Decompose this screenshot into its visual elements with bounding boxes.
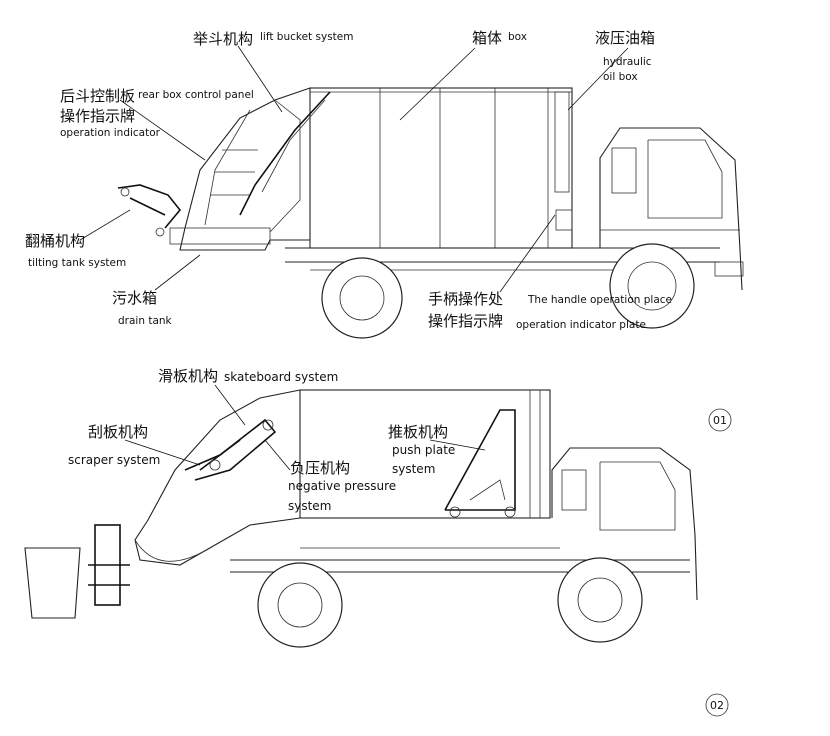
label-skateboard-en: skateboard system — [224, 370, 338, 384]
figure1-labels: 举斗机构 lift bucket system 箱体 box 液压油箱 hydr… — [25, 29, 672, 331]
label-lift-bucket-zh: 举斗机构 — [193, 30, 253, 48]
label-scraper-zh: 刮板机构 — [88, 423, 148, 441]
label-box-zh: 箱体 — [472, 29, 502, 47]
figure-number-01: 01 — [708, 408, 732, 432]
label-hydraulic-zh: 液压油箱 — [595, 29, 655, 47]
truck-side-view-2 — [24, 389, 698, 648]
label-handle-en: The handle operation place — [527, 294, 672, 306]
label-lift-bucket-en: lift bucket system — [260, 31, 353, 43]
figure-number-02: 02 — [705, 693, 729, 717]
label-handle-zh1: 手柄操作处 — [428, 290, 503, 308]
label-hydraulic-en1: hydraulic — [603, 56, 652, 68]
label-op-indicator-zh: 操作指示牌 — [60, 107, 135, 125]
label-push-zh: 推板机构 — [388, 423, 448, 441]
figure-number-02-text: 02 — [710, 699, 724, 712]
label-rear-panel-en: rear box control panel — [138, 89, 254, 101]
truck-side-view-1 — [117, 87, 744, 339]
label-drain-zh: 污水箱 — [112, 289, 157, 307]
label-negative-en2: system — [288, 499, 331, 513]
label-indicator-plate-en: operation indicator plate — [516, 319, 646, 331]
label-negative-en1: negative pressure — [288, 479, 396, 493]
label-handle-zh2: 操作指示牌 — [428, 312, 503, 330]
label-rear-panel-zh: 后斗控制板 — [60, 87, 135, 105]
label-scraper-en: scraper system — [68, 453, 160, 467]
label-skateboard-zh: 滑板机构 — [158, 367, 218, 385]
label-box-en: box — [508, 31, 527, 43]
label-negative-zh: 负压机构 — [290, 459, 350, 477]
label-push-en2: system — [392, 462, 435, 476]
figure-number-01-text: 01 — [713, 414, 727, 427]
label-drain-en: drain tank — [118, 315, 173, 327]
figure2-leaders — [124, 384, 486, 471]
figure1-leaders — [79, 45, 629, 293]
label-op-indicator-en: operation indicator — [60, 127, 161, 139]
label-tilting-zh: 翻桶机构 — [25, 232, 85, 250]
label-hydraulic-en2: oil box — [603, 71, 638, 83]
label-tilting-en: tilting tank system — [28, 257, 126, 269]
label-push-en1: push plate — [392, 443, 455, 457]
figure2-labels: 滑板机构 skateboard system 刮板机构 scraper syst… — [68, 367, 455, 513]
